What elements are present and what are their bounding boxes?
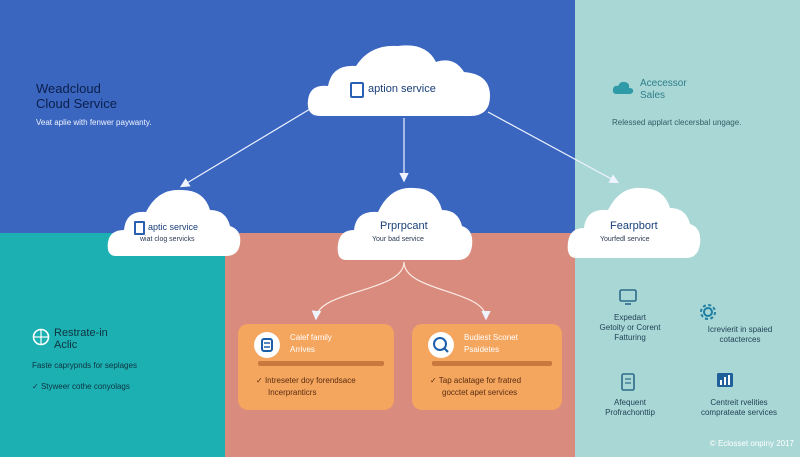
feature-3: Afequent Profrachonttip (580, 372, 680, 418)
card-1: Calef family Arrives ✓ Intreseter doy fo… (238, 324, 394, 410)
arrow-center-to-card1 (311, 261, 405, 321)
arrow-top-to-right (487, 111, 620, 184)
left-panel-title: Weadcloud Cloud Service (36, 81, 117, 111)
server-icon (134, 221, 145, 235)
card-2-title: Budiest Sconet Psaidetes (464, 333, 518, 354)
teal-panel-bullet-1: Faste caprypnds for seplages (32, 361, 137, 370)
card-1-title: Calef family Arrives (290, 333, 332, 354)
feature-3-text: Afequent Profrachonttip (605, 398, 655, 417)
copyright: © Eclosset onpiny 2017 (709, 439, 794, 448)
card-divider (432, 361, 552, 366)
card-1-body: ✓ Intreseter doy forendsace Incerprantic… (256, 376, 356, 397)
cloud-left-subtitle: wiat clog servicks (140, 236, 195, 243)
server-icon (350, 82, 364, 98)
feature-4-text: Centreit rvelities comprateate services (700, 398, 778, 417)
cloud-right-title: Fearpbort (610, 220, 658, 232)
gear-icon (698, 303, 718, 323)
network-icon (32, 328, 50, 351)
card-2-body: ✓ Tap aclatage for fratred gocctet apet … (430, 376, 522, 397)
cloud-left-title: aptic service (148, 222, 199, 232)
check-icon: ✓ (32, 382, 41, 391)
cloud-center-title: Prprpcant (380, 220, 428, 232)
right-panel-subtitle: Relessed applart clecersbal ungage. (612, 118, 742, 127)
cloud-top: aption service (306, 40, 494, 120)
server-icon (254, 332, 280, 358)
card-divider (258, 361, 384, 366)
cloud-left: aptic service wiat clog servicks (106, 182, 242, 258)
teal-panel (0, 233, 225, 457)
cloud-right: Fearpbort Yourfedl service (566, 180, 702, 260)
chart-icon (714, 370, 734, 390)
cloud-center-subtitle: Your bad service (372, 236, 424, 243)
left-panel-subtitle: Veat aplie with fenwer paywanty. (36, 118, 152, 127)
check-icon: ✓ (430, 376, 439, 385)
cloud-logo-icon (612, 80, 634, 101)
document-icon (618, 372, 638, 392)
feature-4: Centreit rvelities comprateate services (684, 370, 794, 418)
arrow-top-to-left (179, 101, 319, 188)
feature-2: Icrevierit in spaied cotacterces (690, 303, 790, 344)
feature-1-text: Expedart Getoity or Corent Fatturing (599, 313, 661, 342)
teal-panel-title: Restrate-in Aclic (54, 327, 108, 351)
cloud-center: Prprpcant Your bad service (336, 180, 474, 262)
search-icon (428, 332, 454, 358)
arrow-center-to-card2 (403, 261, 491, 321)
feature-2-text: Icrevierit in spaied cotacterces (707, 325, 773, 344)
monitor-icon (618, 287, 638, 307)
teal-panel-bullet-2: ✓ Styweer cothe conyolags (32, 382, 130, 391)
cloud-top-label: aption service (368, 83, 436, 95)
card-2: Budiest Sconet Psaidetes ✓ Tap aclatage … (412, 324, 562, 410)
right-panel-title: Acecessor Sales (640, 78, 687, 101)
cloud-right-subtitle: Yourfedl service (600, 236, 650, 243)
feature-1: Expedart Getoity or Corent Fatturing (580, 287, 680, 347)
check-icon: ✓ (256, 376, 265, 385)
